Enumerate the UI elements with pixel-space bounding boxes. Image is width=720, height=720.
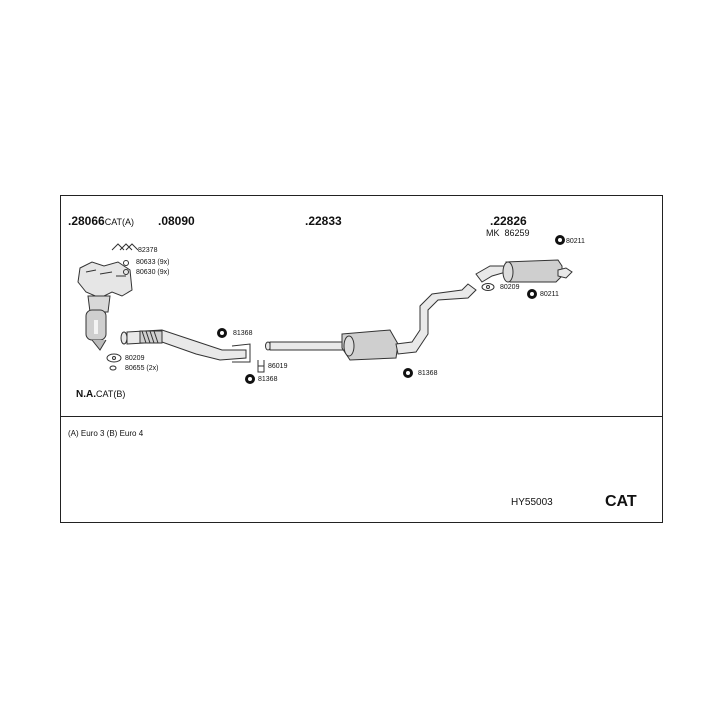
na-cat-b-label: N.A.CAT(B) — [76, 389, 126, 400]
accessory-80630: 80630 (9x) — [136, 269, 170, 276]
catalytic-converter-drawing — [85, 295, 111, 351]
accessory-81368-c: 81368 — [418, 370, 438, 377]
accessory-81368-b: 81368 — [258, 376, 278, 383]
front-pipe-drawing — [120, 329, 251, 363]
kit-code: HY55003 — [511, 497, 553, 508]
divider-line — [61, 416, 662, 417]
rear-pipe-drawing — [395, 283, 477, 355]
exhaust-manifold-drawing — [77, 261, 133, 299]
accessory-80211-bottom: 80211 — [540, 291, 559, 298]
mounting-kit-label: MK 86259 — [486, 228, 530, 238]
accessory-86019: 86019 — [268, 363, 288, 370]
clamp-icon — [257, 360, 265, 373]
part-number-08090: .08090 — [158, 214, 195, 228]
rear-muffler-drawing — [475, 259, 573, 283]
cat-a-label: CAT(A) — [104, 217, 135, 227]
middle-pipe-drawing — [265, 341, 346, 351]
rubber-mount-icons — [217, 235, 565, 384]
diagram-frame — [60, 195, 663, 523]
gasket-icons-right — [481, 283, 495, 291]
gasket-icons-left — [106, 243, 139, 371]
accessory-80211-top: 80211 — [566, 238, 585, 245]
centre-muffler-drawing — [341, 329, 399, 361]
part-number-22826: .22826 — [490, 214, 527, 228]
cat-label: CAT — [605, 493, 637, 510]
accessory-80209-left: 80209 — [125, 355, 145, 362]
part-number-28066: .28066CAT(A) — [68, 214, 135, 228]
part-number-22833: .22833 — [305, 214, 342, 228]
accessory-81368-a: 81368 — [233, 330, 253, 337]
accessory-82378: 82378 — [138, 247, 158, 254]
euro-standard-note: (A) Euro 3 (B) Euro 4 — [68, 429, 144, 438]
accessory-80209-right: 80209 — [500, 284, 520, 291]
accessory-80655: 80655 (2x) — [125, 365, 159, 372]
accessory-80633: 80633 (9x) — [136, 259, 170, 266]
